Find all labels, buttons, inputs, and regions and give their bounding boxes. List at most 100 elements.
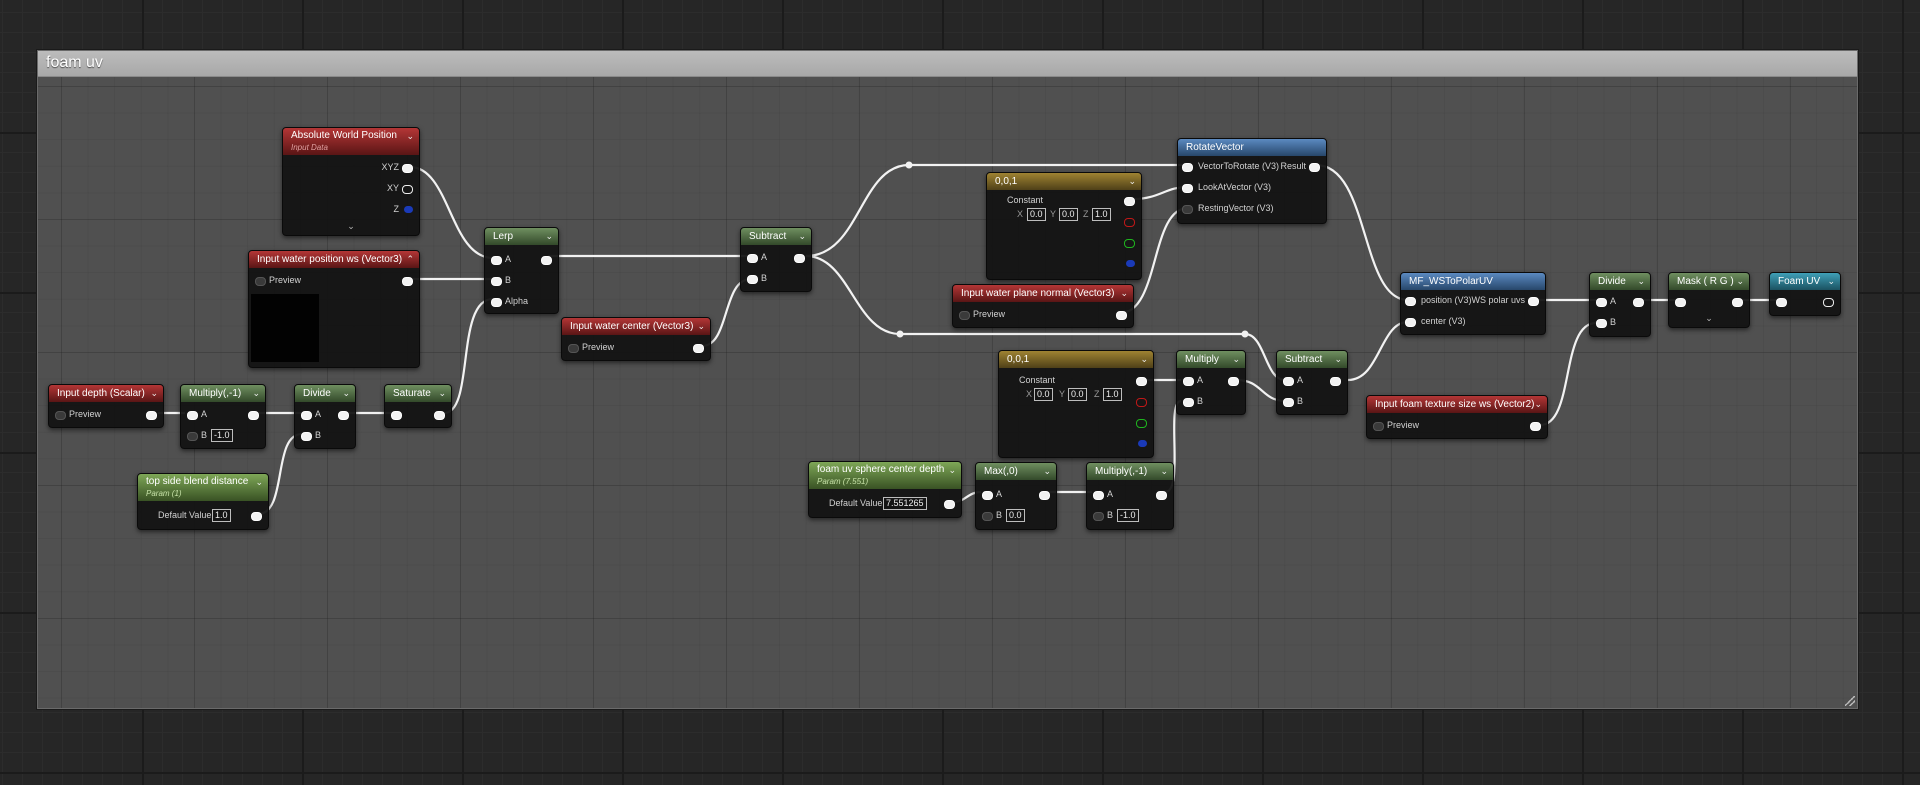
node-header[interactable]: Mask ( R G ) ⌄ bbox=[1669, 273, 1749, 290]
node-header[interactable]: Multiply(,-1) ⌄ bbox=[181, 385, 265, 402]
node-top-side-blend-distance[interactable]: top side blend distance Param (1) ⌄ Defa… bbox=[137, 473, 269, 530]
y-value-input[interactable]: 0.0 bbox=[1059, 208, 1078, 221]
input-pin[interactable] bbox=[1776, 298, 1787, 307]
chevron-down-icon[interactable]: ⌄ bbox=[1705, 313, 1713, 323]
node-lerp[interactable]: Lerp ⌄ A B Alpha bbox=[484, 227, 559, 314]
output-pin[interactable] bbox=[146, 411, 157, 420]
node-header[interactable]: Divide ⌄ bbox=[295, 385, 355, 402]
input-pin-alpha[interactable] bbox=[491, 298, 502, 307]
chevron-down-icon[interactable]: ⌄ bbox=[342, 388, 350, 398]
node-mask-rg[interactable]: Mask ( R G ) ⌄ ⌄ bbox=[1668, 272, 1750, 328]
chevron-down-icon[interactable]: ⌄ bbox=[1232, 354, 1240, 364]
output-pin-xy[interactable] bbox=[402, 185, 413, 194]
output-pin[interactable] bbox=[251, 512, 262, 521]
b-value-input[interactable]: -1.0 bbox=[1117, 509, 1139, 522]
z-value-input[interactable]: 1.0 bbox=[1092, 208, 1111, 221]
node-header[interactable]: Input water plane normal (Vector3) ⌄ bbox=[953, 285, 1133, 302]
node-header[interactable]: Max(,0) ⌄ bbox=[976, 463, 1056, 480]
node-header[interactable]: Multiply(,-1) ⌄ bbox=[1087, 463, 1173, 480]
node-header[interactable]: Multiply ⌄ bbox=[1177, 351, 1245, 368]
node-header[interactable]: Absolute World Position Input Data ⌄ bbox=[283, 128, 419, 155]
chevron-down-icon[interactable]: ⌄ bbox=[150, 388, 158, 398]
output-pin-result[interactable] bbox=[1309, 163, 1320, 172]
chevron-down-icon[interactable]: ⌄ bbox=[798, 231, 806, 241]
x-value-input[interactable]: 0.0 bbox=[1027, 208, 1046, 221]
input-pin-b[interactable] bbox=[491, 277, 502, 286]
node-subtract[interactable]: Subtract ⌄ A B bbox=[1276, 350, 1348, 415]
resize-grip[interactable] bbox=[1845, 696, 1855, 706]
node-header[interactable]: Input depth (Scalar) ⌄ bbox=[49, 385, 163, 402]
node-header[interactable]: Input water center (Vector3) ⌄ bbox=[562, 318, 710, 335]
output-pin-b[interactable] bbox=[1138, 440, 1147, 447]
chevron-down-icon[interactable]: ⌄ bbox=[255, 477, 263, 487]
node-input-water-center[interactable]: Input water center (Vector3) ⌄ Preview bbox=[561, 317, 711, 361]
input-pin-a[interactable] bbox=[1093, 491, 1104, 500]
chevron-down-icon[interactable]: ⌄ bbox=[948, 465, 956, 475]
output-pin[interactable] bbox=[1039, 491, 1050, 500]
output-pin[interactable] bbox=[248, 411, 259, 420]
node-header[interactable]: foam uv sphere center depth Param (7.551… bbox=[809, 462, 961, 489]
chevron-up-icon[interactable]: ⌃ bbox=[406, 254, 414, 264]
node-header[interactable]: 0,0,1 ⌄ bbox=[987, 173, 1141, 190]
node-header[interactable]: Saturate ⌄ bbox=[385, 385, 451, 402]
chevron-down-icon[interactable]: ⌄ bbox=[347, 221, 355, 231]
output-pin-r[interactable] bbox=[1124, 218, 1135, 227]
node-input-water-position[interactable]: Input water position ws (Vector3) ⌃ Prev… bbox=[248, 250, 420, 368]
node-header[interactable]: Subtract ⌄ bbox=[1277, 351, 1347, 368]
input-pin-center[interactable] bbox=[1405, 318, 1416, 327]
chevron-down-icon[interactable]: ⌄ bbox=[1637, 276, 1645, 286]
output-pin-ws-polar-uvs[interactable] bbox=[1528, 297, 1539, 306]
input-pin-preview[interactable] bbox=[55, 411, 66, 420]
y-value-input[interactable]: 0.0 bbox=[1068, 388, 1087, 401]
chevron-down-icon[interactable]: ⌄ bbox=[1140, 354, 1148, 364]
output-pin[interactable] bbox=[1732, 298, 1743, 307]
output-pin-g[interactable] bbox=[1124, 239, 1135, 248]
chevron-down-icon[interactable]: ⌄ bbox=[697, 321, 705, 331]
input-pin[interactable] bbox=[391, 411, 402, 420]
input-pin-a[interactable] bbox=[187, 411, 198, 420]
chevron-down-icon[interactable]: ⌄ bbox=[1736, 276, 1744, 286]
node-header[interactable]: Input water position ws (Vector3) ⌃ bbox=[249, 251, 419, 268]
default-value-input[interactable]: 7.551265 bbox=[883, 497, 927, 510]
chevron-down-icon[interactable]: ⌄ bbox=[252, 388, 260, 398]
node-foam-uv-sphere-center-depth[interactable]: foam uv sphere center depth Param (7.551… bbox=[808, 461, 962, 518]
input-pin-b[interactable] bbox=[1183, 398, 1194, 407]
output-pin[interactable] bbox=[1124, 197, 1135, 206]
node-subtract[interactable]: Subtract ⌄ A B bbox=[740, 227, 812, 292]
chevron-down-icon[interactable]: ⌄ bbox=[545, 231, 553, 241]
node-multiply-neg1[interactable]: Multiply(,-1) ⌄ A B -1.0 bbox=[180, 384, 266, 449]
input-pin-a[interactable] bbox=[1183, 377, 1194, 386]
chevron-down-icon[interactable]: ⌄ bbox=[1120, 288, 1128, 298]
output-pin[interactable] bbox=[1530, 422, 1541, 431]
node-saturate[interactable]: Saturate ⌄ bbox=[384, 384, 452, 428]
node-header[interactable]: top side blend distance Param (1) ⌄ bbox=[138, 474, 268, 501]
input-pin-b[interactable] bbox=[187, 432, 198, 441]
output-pin[interactable] bbox=[1823, 298, 1834, 307]
input-pin-a[interactable] bbox=[747, 254, 758, 263]
output-pin[interactable] bbox=[338, 411, 349, 420]
input-pin-a[interactable] bbox=[301, 411, 312, 420]
node-foam-uv[interactable]: Foam UV ⌄ bbox=[1769, 272, 1841, 316]
chevron-down-icon[interactable]: ⌄ bbox=[1128, 176, 1136, 186]
output-pin[interactable] bbox=[794, 254, 805, 263]
node-header[interactable]: 0,0,1 ⌄ bbox=[999, 351, 1153, 368]
output-pin-r[interactable] bbox=[1136, 398, 1147, 407]
input-pin-b[interactable] bbox=[1596, 319, 1607, 328]
node-header[interactable]: Lerp ⌄ bbox=[485, 228, 558, 245]
input-pin-preview[interactable] bbox=[255, 277, 266, 286]
node-divide[interactable]: Divide ⌄ A B bbox=[1589, 272, 1651, 337]
chevron-down-icon[interactable]: ⌄ bbox=[1827, 276, 1835, 286]
node-header[interactable]: Subtract ⌄ bbox=[741, 228, 811, 245]
node-rotate-vector[interactable]: RotateVector VectorToRotate (V3) Result … bbox=[1177, 138, 1327, 224]
output-pin[interactable] bbox=[1228, 377, 1239, 386]
output-pin[interactable] bbox=[1116, 311, 1127, 320]
input-pin-b[interactable] bbox=[982, 512, 993, 521]
chevron-down-icon[interactable]: ⌄ bbox=[438, 388, 446, 398]
input-pin-vector-to-rotate[interactable] bbox=[1182, 163, 1193, 172]
node-absolute-world-position[interactable]: Absolute World Position Input Data ⌄ XYZ… bbox=[282, 127, 420, 236]
node-divide[interactable]: Divide ⌄ A B bbox=[294, 384, 356, 449]
input-pin[interactable] bbox=[1675, 298, 1686, 307]
output-pin[interactable] bbox=[1136, 377, 1147, 386]
node-constant-001[interactable]: 0,0,1 ⌄ Constant X 0.0 Y 0.0 Z 1.0 bbox=[998, 350, 1154, 458]
node-header[interactable]: Foam UV ⌄ bbox=[1770, 273, 1840, 290]
